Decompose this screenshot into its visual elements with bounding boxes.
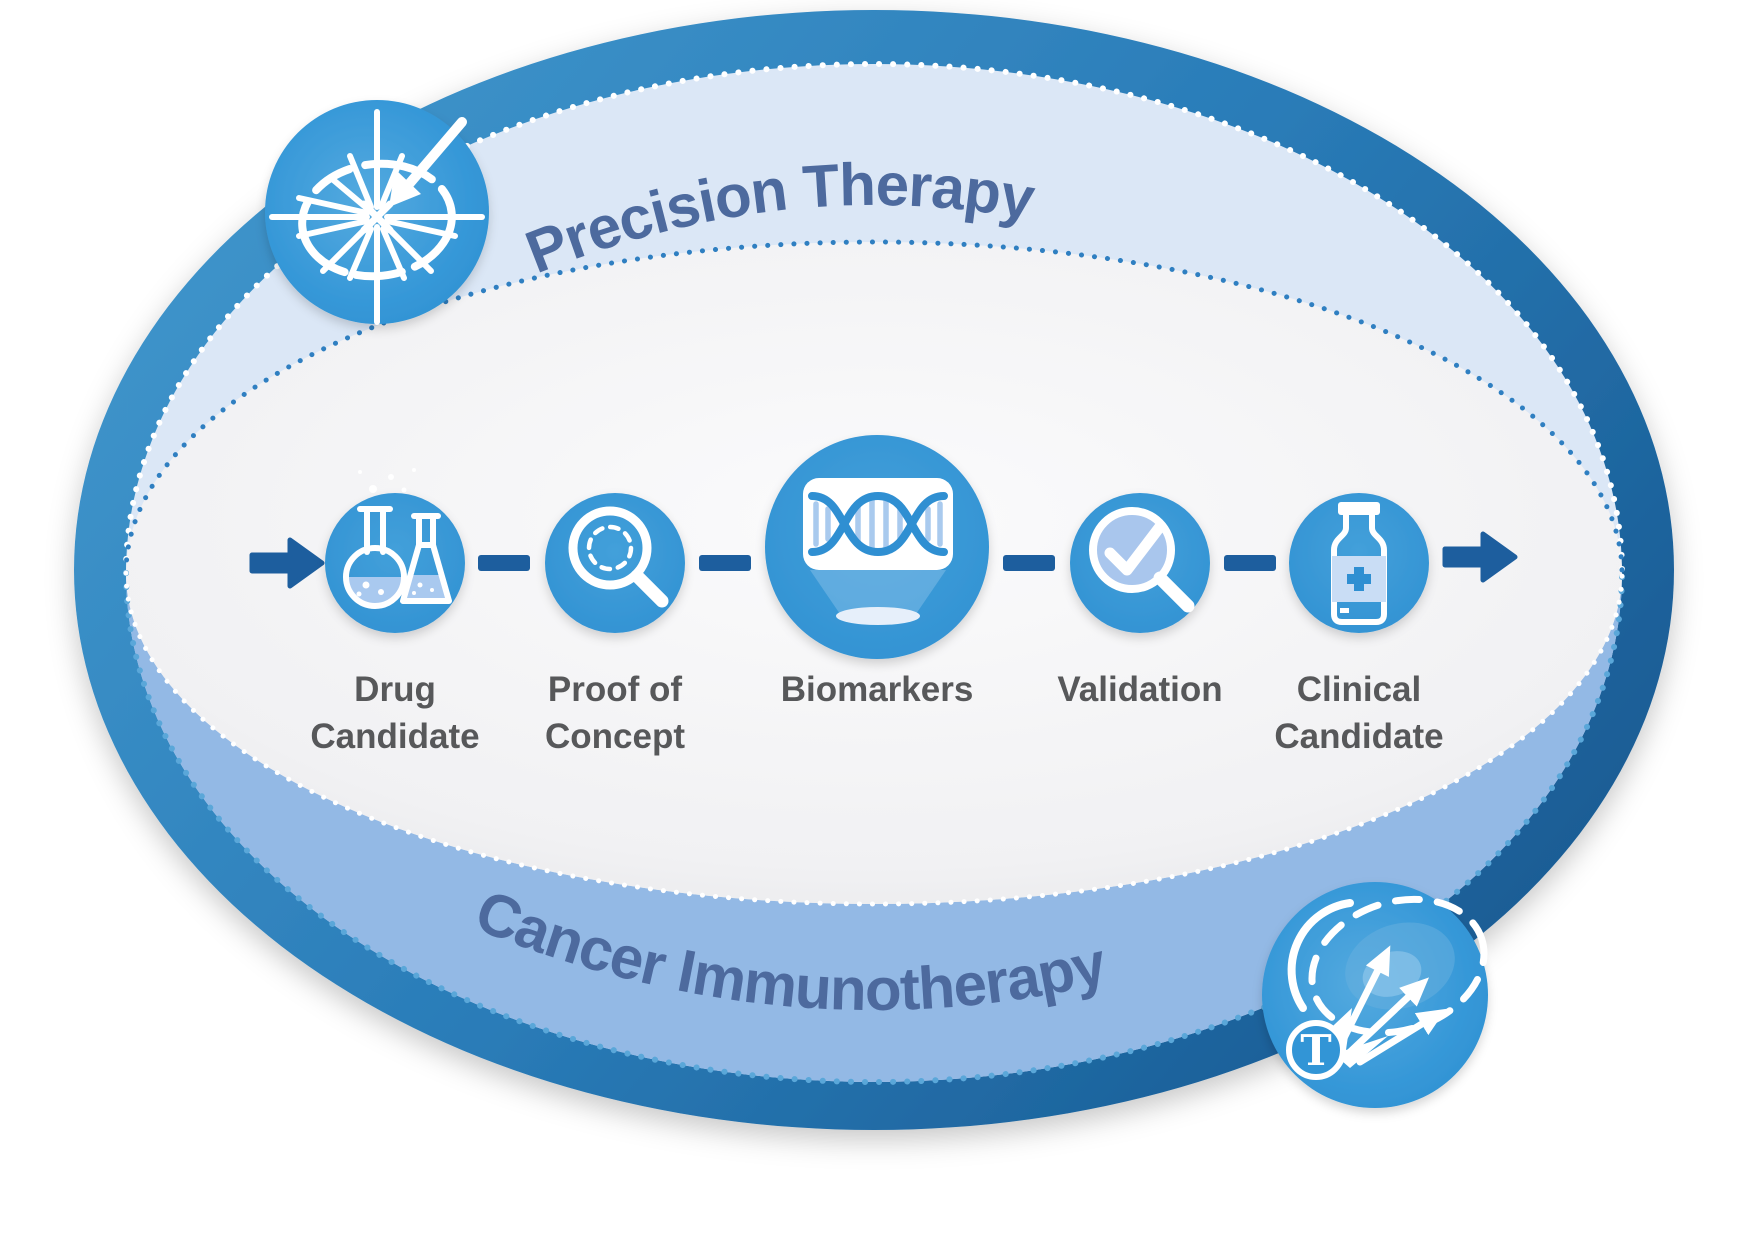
incoming-arrow-head	[389, 169, 421, 207]
stage-label-drug: Drug	[354, 670, 436, 709]
t-cell-attack-icon: T	[1286, 895, 1488, 1080]
dotted-border-inner-bottom	[123, 570, 1625, 907]
cell-arc	[1287, 899, 1354, 1012]
immunotherapy-band	[126, 573, 1622, 1082]
targeted-cell-icon	[269, 109, 485, 325]
stage-proof-of-concept	[545, 493, 685, 633]
center-x-mark	[360, 200, 394, 234]
dotted-border-outer-top	[123, 61, 1625, 576]
stage-circle	[325, 493, 465, 633]
magnifier-dashed-cell-icon	[568, 506, 669, 608]
stage-drug-candidate	[325, 468, 465, 633]
stage-label-biomarkers: Biomarkers	[781, 670, 974, 709]
connector-3	[1003, 555, 1055, 571]
connector-2	[699, 555, 751, 571]
incoming-arrow-shaft	[399, 117, 467, 195]
cancer-cell-outline	[1308, 895, 1488, 1037]
stage-label-validation: Validation	[1057, 670, 1222, 709]
flow-exit-arrow-icon	[1442, 531, 1518, 583]
medicine-bottle-icon	[1331, 502, 1387, 625]
attack-arrows	[1338, 945, 1447, 1066]
flasks-icon	[343, 468, 452, 609]
stage-label-clinical: Clinical	[1297, 670, 1421, 709]
connector-4	[1224, 555, 1276, 571]
stage-labels: Drug Candidate Proof of Concept Biomarke…	[310, 670, 1443, 756]
magnifier-check-icon	[1089, 507, 1195, 613]
dna-scan-icon	[803, 478, 953, 625]
stage-label-clinical-2: Candidate	[1274, 717, 1443, 756]
badge-precision-target	[265, 100, 489, 325]
badge-t-cell: T	[1262, 882, 1488, 1108]
stage-label-proof-2: Concept	[545, 717, 685, 756]
stage-clinical-candidate	[1289, 493, 1429, 633]
stage-biomarkers	[765, 435, 989, 659]
t-cell-circle	[1286, 1020, 1346, 1080]
connector-1	[478, 555, 530, 571]
stage-label-drug-2: Candidate	[310, 717, 479, 756]
stage-validation	[1070, 493, 1210, 633]
t-letter: T	[1300, 1026, 1331, 1075]
flow-entry-arrow-icon	[249, 537, 325, 589]
dotted-border-inner-top	[123, 239, 1625, 576]
stage-label-proof: Proof of	[548, 670, 682, 709]
dotted-border-outer-bottom	[123, 570, 1625, 1085]
pipeline-flow: Drug Candidate Proof of Concept Biomarke…	[249, 435, 1518, 756]
